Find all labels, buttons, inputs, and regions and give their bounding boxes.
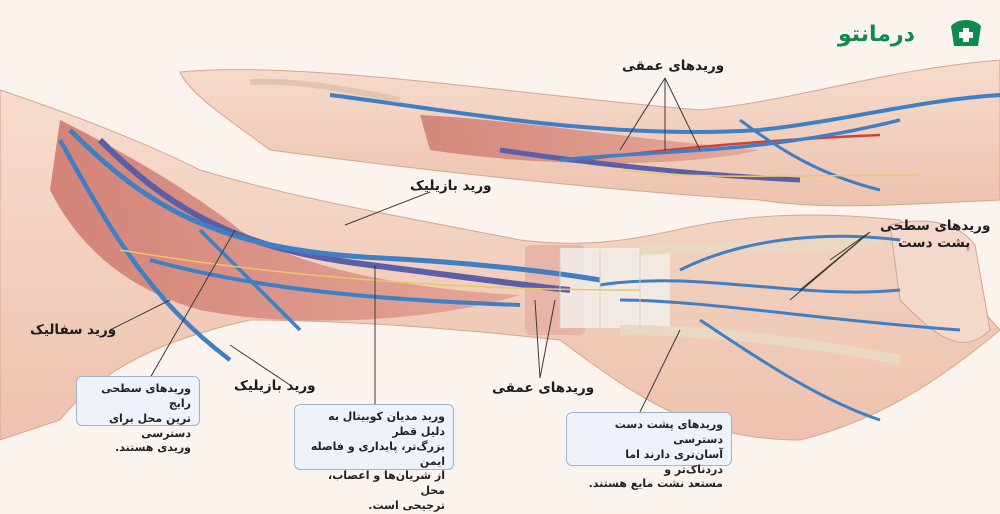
upper-arm [179,59,1000,207]
label-dorsal-hand-veins-line1: وریدهای سطحی [880,218,991,234]
note-line: مستعد نشت مایع هستند. [588,477,723,491]
note-line: وریدهای پشت دست دسترسی [614,418,723,446]
note-line: ترجیحی است. [368,499,445,513]
brand-name: درمانتو [838,22,915,47]
label-cephalic-vein: ورید سفالیک [30,322,117,338]
leader-lines [109,77,871,413]
label-basilic-vein-upper: ورید بازیلیک [410,178,492,194]
note-superficial-veins: وریدهای سطحی رایج ترین محل برای دسترسی و… [76,376,200,454]
note-line: ورید مدیان کوبیتال به دلیل قطر [328,410,445,438]
note-line: ترین محل برای دسترسی [108,411,191,440]
label-deep-veins-top: وریدهای عمقی [622,58,725,74]
nurse-cap-icon [951,20,981,46]
note-line: بزرگ‌تر، پایداری و فاصله ایمن [310,439,445,468]
brand-logo: درمانتو [838,14,988,54]
lower-arm [0,89,1000,441]
label-dorsal-hand-veins-line2: پشت دست [898,235,971,251]
note-line: وریدهای سطحی رایج [101,382,191,410]
note-line: وریدی هستند. [115,441,191,455]
note-line: آسان‌تری دارند اما دردناک‌تر و [625,447,723,476]
note-dorsal-hand: وریدهای پشت دست دسترسی آسان‌تری دارند ام… [566,412,732,490]
arm-vein-illustration [0,59,1000,441]
note-line: از شریان‌ها و اعصاب، محل [328,469,445,498]
label-basilic-vein-lower: ورید بازیلیک [234,378,316,394]
note-median-cubital: ورید مدیان کوبیتال به دلیل قطر بزرگ‌تر، … [294,404,454,512]
label-deep-veins-bottom: وریدهای عمقی [492,380,595,396]
